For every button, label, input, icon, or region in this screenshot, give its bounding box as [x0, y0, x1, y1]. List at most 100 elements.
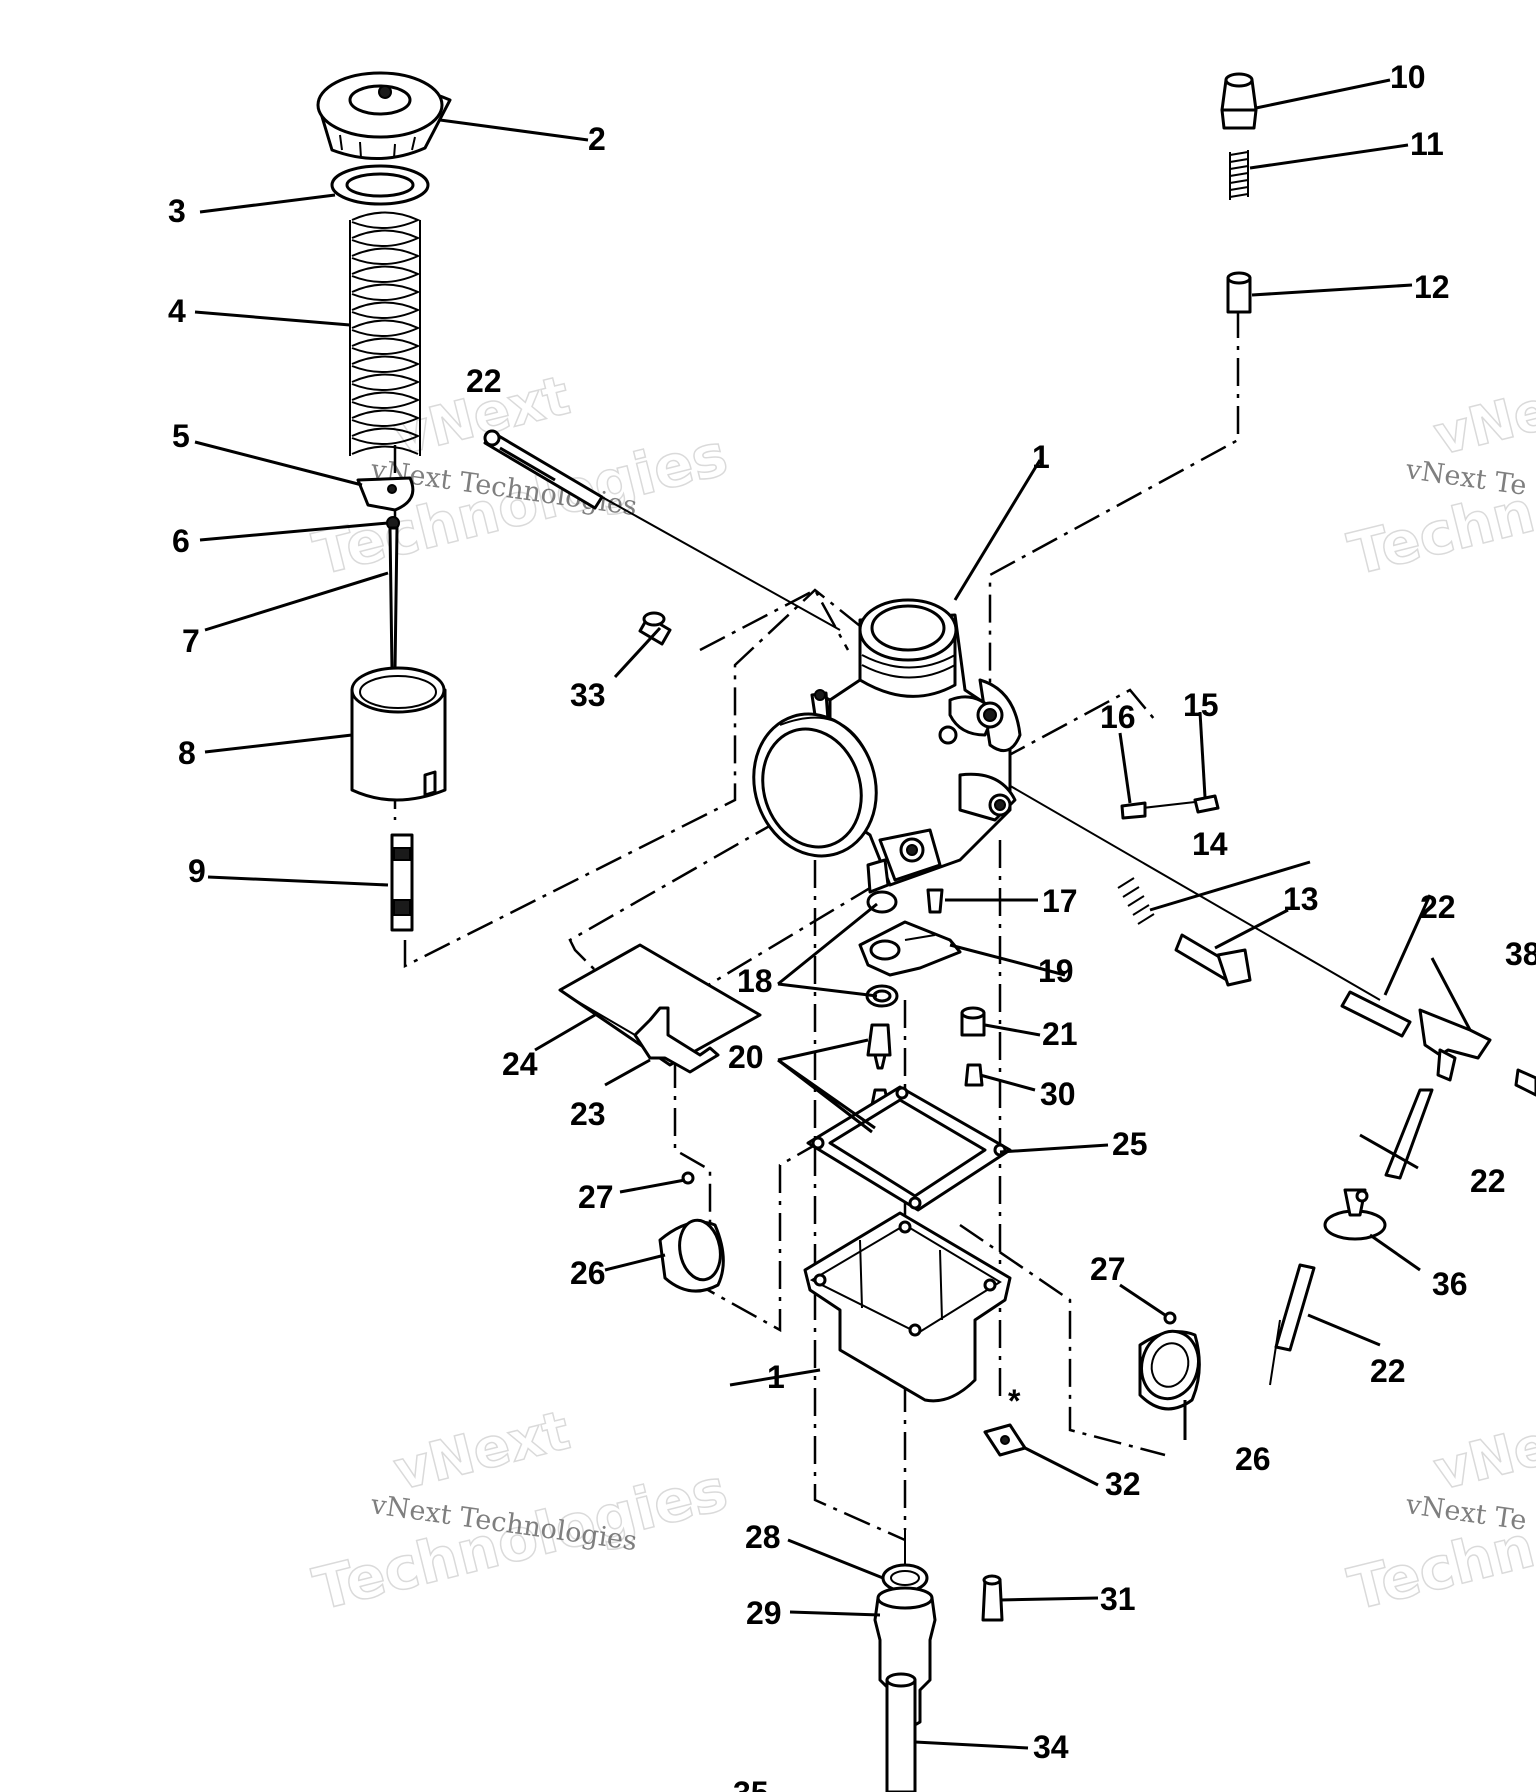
part-vent-tube-middle	[1384, 1088, 1434, 1180]
callout-5: 5	[172, 418, 190, 454]
alignment-line-10-12	[988, 310, 1240, 720]
callout-13: 13	[1283, 881, 1319, 917]
part-float-bowl	[803, 1211, 1012, 1403]
callout-6: 6	[172, 523, 190, 559]
part-adjuster-cap	[1226, 271, 1252, 314]
part-adjuster-spring	[1229, 150, 1249, 200]
callout-36: 36	[1432, 1266, 1468, 1302]
part-vent-filter	[1323, 1188, 1387, 1241]
part-adjuster-nut	[1220, 72, 1258, 130]
alignment-line-33	[699, 588, 850, 652]
callout-35: 35	[733, 1775, 769, 1792]
callout-8: 8	[178, 735, 196, 771]
watermark-text: vNext	[388, 1399, 576, 1503]
callout-23: 23	[570, 1096, 606, 1132]
watermark-left-bottom: vNext Technologies vNext Technologies	[306, 1398, 734, 1625]
callout-15: 15	[1183, 687, 1219, 723]
part-air-screw-spring	[1117, 877, 1155, 925]
part-needle-jet	[390, 833, 414, 932]
watermark-left-top: vNext Technologies vNext Technologies	[306, 363, 734, 590]
callout-34: 34	[1033, 1729, 1069, 1765]
callout-26-right: 26	[1235, 1441, 1271, 1477]
part-washer	[330, 164, 430, 206]
callout-29: 29	[746, 1595, 782, 1631]
callout-20: 20	[728, 1039, 764, 1075]
callout-22-right-low: 22	[1370, 1353, 1406, 1389]
callout-27-right: 27	[1090, 1251, 1126, 1287]
part-cap-21	[960, 1006, 986, 1037]
alignment-line-26-left	[689, 1143, 816, 1333]
part-air-screw	[1174, 933, 1252, 987]
part-top-cap	[316, 71, 452, 160]
alignment-line-15-16	[999, 688, 1156, 762]
callout-2: 2	[588, 121, 606, 157]
part-jet-needle	[388, 526, 399, 672]
svg-text:*: *	[1008, 1383, 1021, 1419]
callout-24: 24	[502, 1046, 538, 1082]
callout-30: 30	[1040, 1076, 1076, 1112]
part-gasket-plate	[558, 943, 762, 1067]
part-throttle-slide	[350, 666, 447, 802]
callout-27-left: 27	[578, 1179, 614, 1215]
part-spring	[349, 211, 421, 456]
callout-1-lower: 1	[767, 1359, 785, 1395]
alignment-line-26-right	[959, 1223, 1166, 1457]
alignment-line-bowl-left	[813, 860, 906, 1542]
part-float-right	[1138, 1329, 1201, 1411]
callout-16: 16	[1100, 699, 1136, 735]
part-tube-upper	[483, 429, 604, 510]
callout-17: 17	[1042, 883, 1078, 919]
callout-33: 33	[570, 677, 606, 713]
alignment-line-slide	[403, 588, 866, 969]
part-vent-tube-right	[1514, 1068, 1536, 1097]
part-vent-tube-lower	[1274, 1263, 1316, 1352]
callout-labels: 1 1 2 3 4 5 6 7 8 9 10 11 12 13 14 15 16…	[168, 59, 1536, 1792]
callout-18: 18	[737, 963, 773, 999]
part-clip-plate	[356, 476, 415, 512]
callout-21: 21	[1042, 1016, 1078, 1052]
callout-9: 9	[188, 853, 206, 889]
watermark-text: vNe	[1428, 1413, 1536, 1502]
alignment-line-23-26	[673, 1060, 712, 1260]
part-needle-seat	[866, 1023, 892, 1070]
part-pin-27b	[1163, 1311, 1177, 1325]
alignment-line-36	[1269, 1319, 1281, 1386]
callout-19: 19	[1038, 953, 1074, 989]
callout-26-left: 26	[570, 1255, 606, 1291]
alignment-line-18	[697, 883, 876, 1001]
part-vent-tube-upper	[1340, 990, 1412, 1038]
part-pin-27a	[681, 1171, 695, 1185]
part-bracket	[633, 1006, 720, 1074]
callout-22-upper: 22	[466, 363, 502, 399]
callout-10: 10	[1390, 59, 1426, 95]
part-float-arm	[858, 920, 962, 977]
callout-3: 3	[168, 193, 186, 229]
part-plug	[638, 611, 672, 646]
part-carburetor-body	[752, 598, 1022, 894]
part-float-left	[658, 1218, 725, 1293]
part-jet-34	[885, 1672, 917, 1792]
alignment-line-13-14	[999, 779, 1381, 1001]
part-screw-17	[926, 888, 944, 914]
callout-14: 14	[1192, 826, 1228, 862]
watermark-text: vNe	[1428, 378, 1536, 467]
part-pilot-screw	[1120, 794, 1220, 820]
callout-7: 7	[182, 623, 200, 659]
watermark-right-bottom: vNe Techn vNext Te	[1341, 1412, 1536, 1624]
callout-31: 31	[1100, 1581, 1136, 1617]
callout-12: 12	[1414, 269, 1450, 305]
callout-32: 32	[1105, 1466, 1141, 1502]
callout-38: 38	[1505, 936, 1536, 972]
callout-1-upper: 1	[1032, 439, 1050, 475]
callout-28: 28	[745, 1519, 781, 1555]
callout-22-right-mid: 22	[1470, 1163, 1506, 1199]
part-tee-fitting	[1418, 1008, 1492, 1082]
star-icon: *	[1008, 1383, 1021, 1419]
part-screw-31	[981, 1574, 1004, 1622]
callout-4: 4	[168, 293, 186, 329]
watermark-right-top: vNe Techn vNext Te	[1341, 377, 1536, 589]
callout-11: 11	[1410, 126, 1444, 162]
part-clip-32	[983, 1423, 1027, 1457]
callout-22-right-top: 22	[1420, 889, 1456, 925]
